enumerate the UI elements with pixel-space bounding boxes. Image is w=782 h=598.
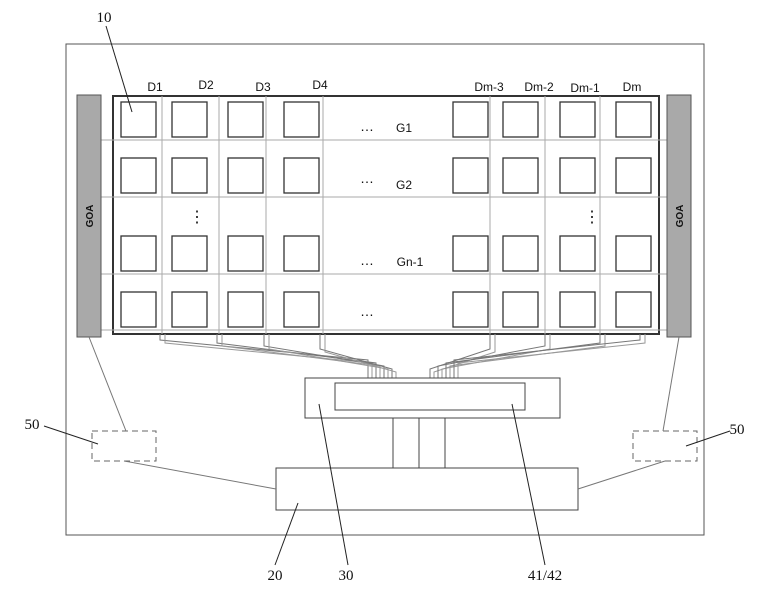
vertical-ellipsis-right: ⋮	[584, 209, 600, 226]
pixel-cell-r1-c6	[502, 101, 539, 138]
pixel-cell-r4-c7	[559, 291, 596, 328]
fanout-wires	[159, 334, 646, 383]
callout-41-42: 41/42	[528, 568, 562, 584]
pixel-cell-r4-c4	[283, 291, 320, 328]
row-label-g1: G1	[396, 121, 412, 135]
leader-41-42	[511, 403, 546, 566]
pixel-cell-r1-c3	[227, 101, 264, 138]
column-label-dm2: Dm-2	[524, 80, 554, 94]
goa-bar-left	[76, 94, 102, 338]
vertical-ellipsis-left: ⋮	[189, 209, 205, 226]
fanout-wire-3	[263, 334, 385, 383]
pixel-cell-r2-c4	[283, 157, 320, 194]
row-ellipsis-3: …	[360, 252, 374, 268]
fanout-wire-pair-8	[457, 334, 646, 383]
pixel-cells	[120, 101, 652, 328]
goa-right-to-shifter	[662, 336, 680, 432]
pixel-cell-r1-c8	[615, 101, 652, 138]
shifter-right-to-board	[577, 460, 666, 490]
pixel-cell-r2-c2	[171, 157, 208, 194]
pixel-cell-r4-c2	[171, 291, 208, 328]
callout-20: 20	[268, 568, 283, 584]
pixel-cell-r2-c5	[452, 157, 489, 194]
fanout-wire-1	[159, 334, 369, 383]
column-label-d3: D3	[255, 80, 271, 94]
pixel-cell-r4-c3	[227, 291, 264, 328]
row-ellipsis-4: …	[360, 303, 374, 319]
pixel-cell-r4-c8	[615, 291, 652, 328]
pixel-cell-r2-c1	[120, 157, 157, 194]
pixel-cell-r1-c4	[283, 101, 320, 138]
pixel-cell-r3-c5	[452, 235, 489, 272]
leader-30	[318, 403, 349, 566]
pixel-cell-r2-c3	[227, 157, 264, 194]
callout-30: 30	[339, 568, 354, 584]
pixel-cell-r1-c2	[171, 101, 208, 138]
pixel-array-outline	[112, 95, 660, 335]
column-label-d1: D1	[147, 80, 163, 94]
fanout-wire-pair-2	[221, 334, 381, 383]
goa-label-left: GOA	[85, 205, 96, 228]
fanout-wire-4	[319, 334, 393, 383]
goa-label-right: GOA	[675, 205, 686, 228]
column-label-dm1: Dm-1	[570, 81, 600, 95]
pixel-cell-r2-c7	[559, 157, 596, 194]
fanout-wire-pair-1	[164, 334, 373, 383]
column-label-dm3: Dm-3	[474, 80, 504, 94]
pixel-cell-r2-c6	[502, 157, 539, 194]
column-label-d2: D2	[198, 78, 214, 92]
fanout-wire-pair-7	[449, 334, 606, 383]
fanout-wire-pair-3	[268, 334, 389, 383]
pixel-cell-r3-c6	[502, 235, 539, 272]
leader-20	[274, 502, 299, 566]
row-ellipsis-2: …	[360, 170, 374, 186]
leader-50-right	[685, 430, 731, 447]
fanout-wire-2	[216, 334, 377, 383]
pixel-cell-r1-c1	[120, 101, 157, 138]
pixel-cell-r3-c7	[559, 235, 596, 272]
pixel-cell-r1-c7	[559, 101, 596, 138]
driver-ic	[334, 382, 526, 411]
fanout-wire-8	[453, 334, 641, 383]
row-label-gn1: Gn-1	[397, 255, 424, 269]
column-label-d4: D4	[312, 78, 328, 92]
leader-10	[105, 25, 133, 113]
pixel-cell-r3-c1	[120, 235, 157, 272]
row-label-g2: G2	[396, 178, 412, 192]
pixel-cell-r3-c8	[615, 235, 652, 272]
level-shifter-left	[91, 430, 157, 462]
pixel-cell-r4-c6	[502, 291, 539, 328]
shifter-left-to-board	[123, 460, 277, 490]
pixel-cell-r4-c5	[452, 291, 489, 328]
callout-50-right: 50	[730, 422, 745, 438]
driver-board	[275, 467, 579, 511]
callout-10: 10	[97, 10, 112, 26]
column-label-dm: Dm	[623, 80, 642, 94]
leader-50-left	[43, 425, 99, 445]
scan-and-data-lines	[101, 96, 667, 334]
pixel-cell-r2-c8	[615, 157, 652, 194]
pixel-cell-r3-c2	[171, 235, 208, 272]
pixel-cell-r1-c5	[452, 101, 489, 138]
substrate-outline	[65, 43, 705, 536]
row-ellipsis-1: …	[360, 118, 374, 134]
callout-50-left: 50	[25, 417, 40, 433]
pixel-cell-r3-c4	[283, 235, 320, 272]
pixel-cell-r4-c1	[120, 291, 157, 328]
fanout-wire-pair-4	[324, 334, 397, 383]
pixel-cell-r3-c3	[227, 235, 264, 272]
goa-left-to-shifter	[88, 336, 127, 432]
